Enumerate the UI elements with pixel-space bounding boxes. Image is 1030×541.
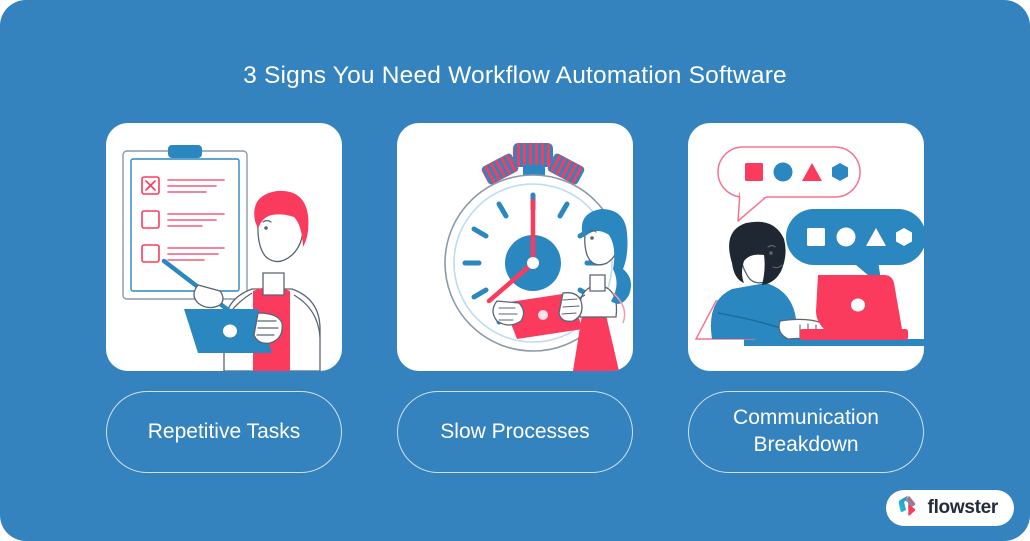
speech-bubbles-woman-with-laptop-illustration [694,146,924,346]
checklist-clipboard-man-with-tablet-illustration [122,145,321,371]
flowster-logo[interactable]: flowster [885,490,1014,526]
label-pill-text: Communication Breakdown [733,405,879,459]
labels-row: Repetitive Tasks Slow Processes Communic… [106,391,924,473]
label-pill-line-1: Communication [733,406,879,430]
illustration-card-repetitive-tasks [106,123,342,371]
illustration-card-slow-processes [397,123,633,371]
label-pill-slow-processes[interactable]: Slow Processes [397,391,633,473]
stopwatch-woman-with-tablet-illustration [444,143,631,371]
label-pill-text: Slow Processes [440,419,590,443]
label-pill-line-2: Breakdown [753,433,859,456]
flowster-logo-text: flowster [927,497,999,518]
page-title: 3 Signs You Need Workflow Automation Sof… [243,62,787,89]
flowster-arrow-logo-mark-icon [897,494,920,522]
label-pill-text: Repetitive Tasks [147,419,301,443]
label-pill-communication-breakdown[interactable]: Communication Breakdown [688,391,924,473]
label-pill-repetitive-tasks[interactable]: Repetitive Tasks [106,391,342,473]
illustration-card-communication-breakdown [688,123,924,371]
illustration-cards-row [106,123,924,371]
